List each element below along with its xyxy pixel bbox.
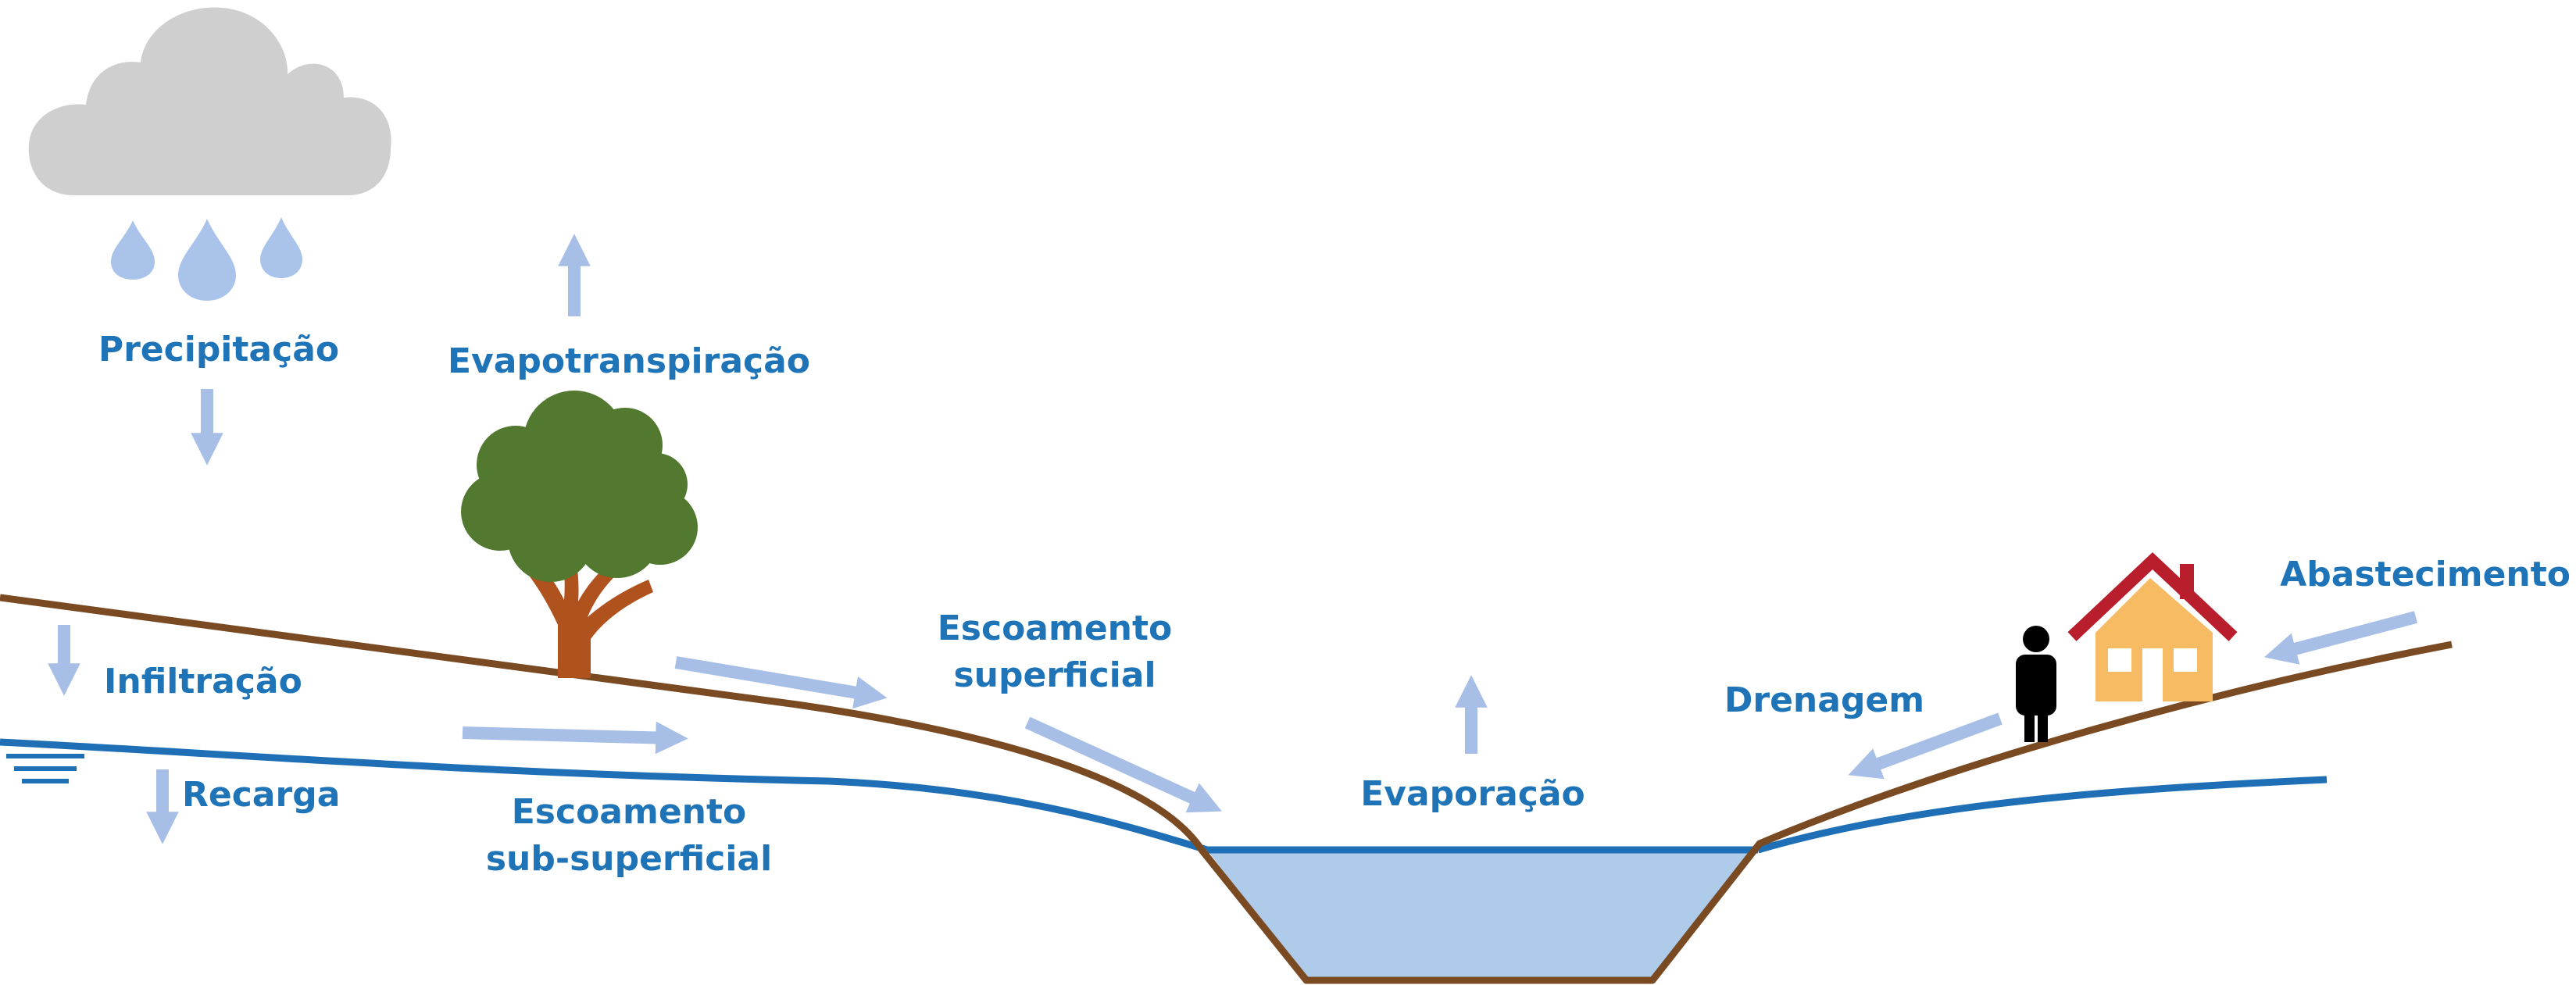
raindrop-icon	[111, 217, 302, 301]
subsurface-runoff-arrow	[462, 721, 688, 755]
label-escoamento-subsuperficial-line-1: Escoamento	[511, 792, 747, 832]
label-escoamento-superficial: Escoamento superficial	[899, 605, 1211, 699]
flow-arrows	[48, 234, 2418, 844]
water-table-line-left	[0, 738, 1209, 854]
label-escoamento-superficial-line-1: Escoamento	[937, 608, 1173, 648]
ground-line	[0, 594, 2453, 984]
supply-arrow	[2263, 611, 2418, 665]
label-recarga: Recarga	[182, 775, 341, 815]
water-table-icon	[6, 754, 84, 783]
river-water	[1207, 850, 1758, 980]
label-escoamento-subsuperficial-line-2: sub-superficial	[485, 839, 773, 879]
label-escoamento-superficial-line-2: superficial	[953, 655, 1156, 695]
label-precipitacao: Precipitação	[98, 330, 340, 369]
label-evapotranspiracao: Evapotranspiração	[447, 341, 811, 381]
label-escoamento-subsuperficial: Escoamento sub-superficial	[461, 789, 797, 883]
water-table-line-right	[1756, 776, 2328, 854]
cloud-icon	[28, 7, 391, 195]
label-abastecimento: Abastecimento	[2280, 555, 2571, 594]
drainage-arrow	[1848, 712, 2003, 780]
label-infiltracao: Infiltração	[104, 662, 302, 701]
tree-icon	[461, 391, 698, 678]
house-icon	[2067, 552, 2238, 701]
surface-runoff-arrow-1	[674, 656, 888, 709]
surface-runoff-arrow-2	[1024, 716, 1222, 813]
person-icon	[2016, 626, 2056, 742]
label-evaporacao: Evaporação	[1360, 774, 1585, 814]
label-drenagem: Drenagem	[1724, 680, 1925, 720]
